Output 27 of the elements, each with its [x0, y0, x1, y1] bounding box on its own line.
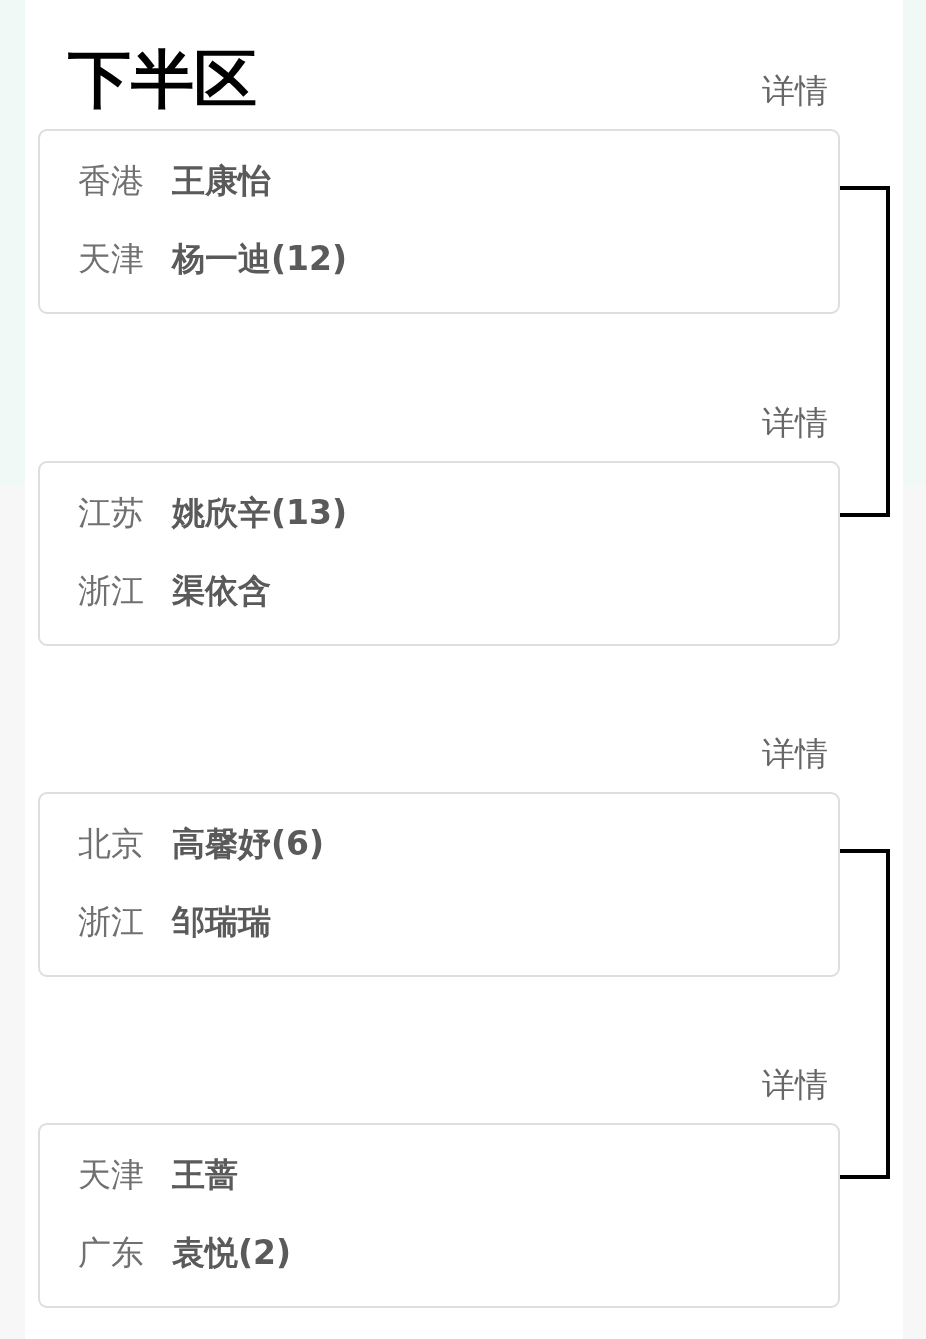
player-name: 王康怡	[172, 161, 271, 201]
player-name: 姚欣辛(13)	[172, 493, 348, 533]
region-label: 香港	[78, 161, 144, 201]
match-card	[38, 461, 840, 646]
region-label: 北京	[78, 824, 144, 864]
details-link: 详情	[762, 734, 828, 774]
details-link: 详情	[762, 71, 828, 111]
bracket-connector	[840, 186, 890, 517]
match-card	[38, 792, 840, 977]
region-label: 浙江	[78, 902, 144, 942]
match-card	[38, 129, 840, 314]
region-label: 江苏	[78, 493, 144, 533]
details-link: 详情	[762, 403, 828, 443]
details-link: 详情	[762, 1065, 828, 1105]
player-name: 王蔷	[172, 1155, 238, 1195]
match-card	[38, 1123, 840, 1308]
region-label: 浙江	[78, 571, 144, 611]
bracket-connector	[840, 849, 890, 1179]
player-name: 邹瑞瑞	[172, 902, 271, 942]
section-title: 下半区	[68, 44, 257, 116]
region-label: 天津	[78, 239, 144, 279]
player-name: 袁悦(2)	[172, 1233, 292, 1273]
region-label: 广东	[78, 1233, 144, 1273]
player-name: 渠依含	[172, 571, 271, 611]
player-name: 高馨妤(6)	[172, 824, 325, 864]
player-name: 杨一迪(12)	[172, 239, 348, 279]
region-label: 天津	[78, 1155, 144, 1195]
